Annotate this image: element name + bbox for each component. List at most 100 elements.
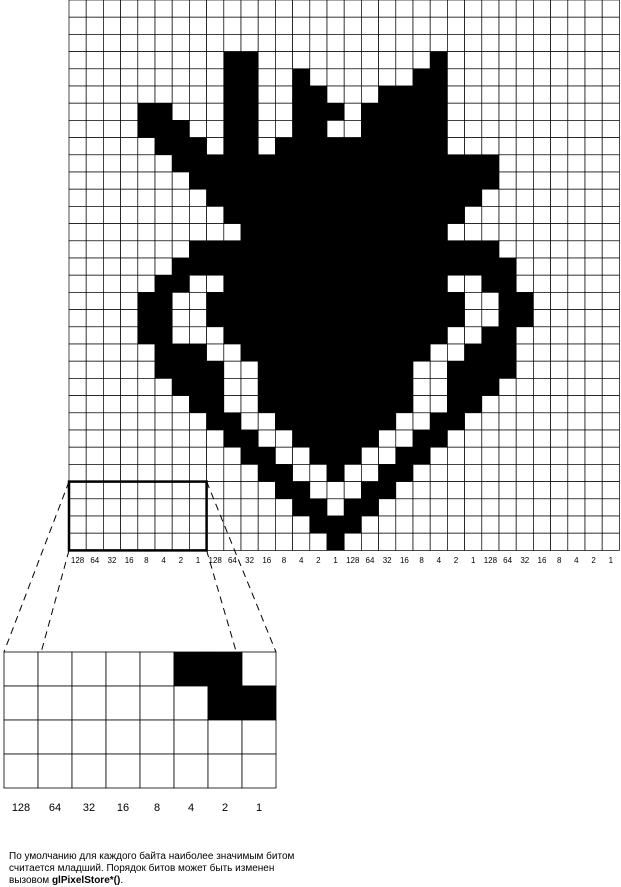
bit-cell-off (206, 223, 225, 242)
bit-cell-on (378, 206, 397, 224)
zoom-bit-weight-label: 16 (117, 802, 129, 814)
caption-function: glPixelStore*() (51, 875, 121, 886)
bit-cell-on (223, 274, 242, 293)
bit-cell-off (567, 206, 586, 224)
bit-cell-off (120, 223, 139, 242)
bit-cell-off (481, 395, 500, 414)
bit-cell-off (498, 429, 517, 448)
bit-cell-off (378, 0, 397, 18)
bit-cell-off (481, 412, 500, 431)
bit-cell-off (154, 0, 173, 18)
bit-cell-off (584, 446, 603, 465)
bit-cell-off (137, 223, 156, 242)
bit-cell-off (68, 429, 87, 448)
bit-cell-off (85, 464, 104, 482)
bit-cell-on (429, 68, 448, 87)
bit-cell-off (171, 309, 190, 328)
bit-cell-off (567, 240, 586, 259)
bit-cell-off (533, 343, 551, 362)
bit-cell-off (103, 16, 121, 35)
bit-cell-off (68, 51, 87, 70)
zoom-cell-off (139, 753, 175, 789)
bit-cell-off (68, 515, 87, 534)
bit-cell-off (395, 412, 414, 431)
bit-cell-on (309, 309, 328, 328)
bit-cell-off (464, 51, 483, 70)
bit-cell-on (395, 102, 414, 121)
bit-cell-on (378, 274, 397, 293)
bit-cell-off (464, 515, 483, 534)
bit-cell-off (464, 120, 483, 138)
bit-cell-off (68, 68, 87, 87)
bit-cell-off (515, 343, 534, 362)
bit-cell-off (567, 223, 586, 242)
bit-cell-off (103, 498, 121, 517)
bit-cell-on (412, 137, 431, 156)
bit-cell-off (103, 85, 121, 104)
bit-cell-off (567, 292, 586, 310)
zoom-cell-on (173, 651, 209, 687)
bit-cell-off (326, 34, 345, 52)
zoom-cell-off (37, 753, 73, 789)
bit-cell-off (85, 446, 104, 465)
bit-cell-off (120, 137, 139, 156)
bit-cell-off (206, 464, 225, 482)
bit-cell-on (412, 102, 431, 121)
bit-cell-off (223, 481, 242, 500)
bit-cell-off (533, 120, 551, 138)
bit-cell-off (481, 34, 500, 52)
bit-cell-on (154, 343, 173, 362)
bit-cell-off (189, 515, 207, 534)
bit-cell-off (601, 154, 620, 173)
bit-cell-on (378, 292, 397, 310)
bit-cell-off (550, 515, 569, 534)
bit-cell-off (137, 274, 156, 293)
bit-cell-off (68, 137, 87, 156)
bit-cell-on (447, 188, 465, 207)
bit-cell-on (171, 343, 190, 362)
bit-cell-on (343, 223, 362, 242)
zoom-cell-off (37, 651, 73, 687)
bit-cell-off (584, 515, 603, 534)
caption-end: . (120, 875, 124, 886)
bit-cell-on (447, 171, 465, 190)
bit-cell-off (103, 395, 121, 414)
bit-cell-off (498, 412, 517, 431)
bit-cell-on (378, 395, 397, 414)
bit-cell-on (412, 257, 431, 276)
bit-cell-on (343, 137, 362, 156)
zoom-cell-off (173, 685, 209, 721)
bit-cell-off (515, 51, 534, 70)
bit-cell-on (361, 429, 379, 448)
bit-cell-off (395, 68, 414, 87)
bit-cell-off (601, 188, 620, 207)
bit-cell-on (412, 429, 431, 448)
bit-cell-off (550, 446, 569, 465)
bit-cell-off (137, 515, 156, 534)
bit-cell-on (481, 257, 500, 276)
bit-cell-off (171, 429, 190, 448)
bit-cell-on (447, 395, 465, 414)
bit-cell-on (412, 309, 431, 328)
bit-cell-off (515, 257, 534, 276)
bit-cell-off (68, 498, 87, 517)
bit-cell-off (550, 16, 569, 35)
bit-cell-off (567, 532, 586, 551)
bit-cell-off (550, 0, 569, 18)
bit-cell-off (567, 343, 586, 362)
bit-cell-on (326, 446, 345, 465)
bit-cell-off (137, 154, 156, 173)
bit-cell-off (533, 446, 551, 465)
bit-cell-on (309, 515, 328, 534)
bit-cell-off (223, 395, 242, 414)
bit-cell-off (533, 309, 551, 328)
bit-cell-off (533, 102, 551, 121)
bit-cell-off (412, 378, 431, 396)
bit-cell-off (189, 51, 207, 70)
zoom-cell-off (3, 685, 39, 721)
bit-cell-on (412, 274, 431, 293)
bit-cell-off (412, 360, 431, 379)
bit-cell-on (292, 223, 311, 242)
bit-cell-off (240, 412, 259, 431)
bit-cell-on (292, 68, 311, 87)
